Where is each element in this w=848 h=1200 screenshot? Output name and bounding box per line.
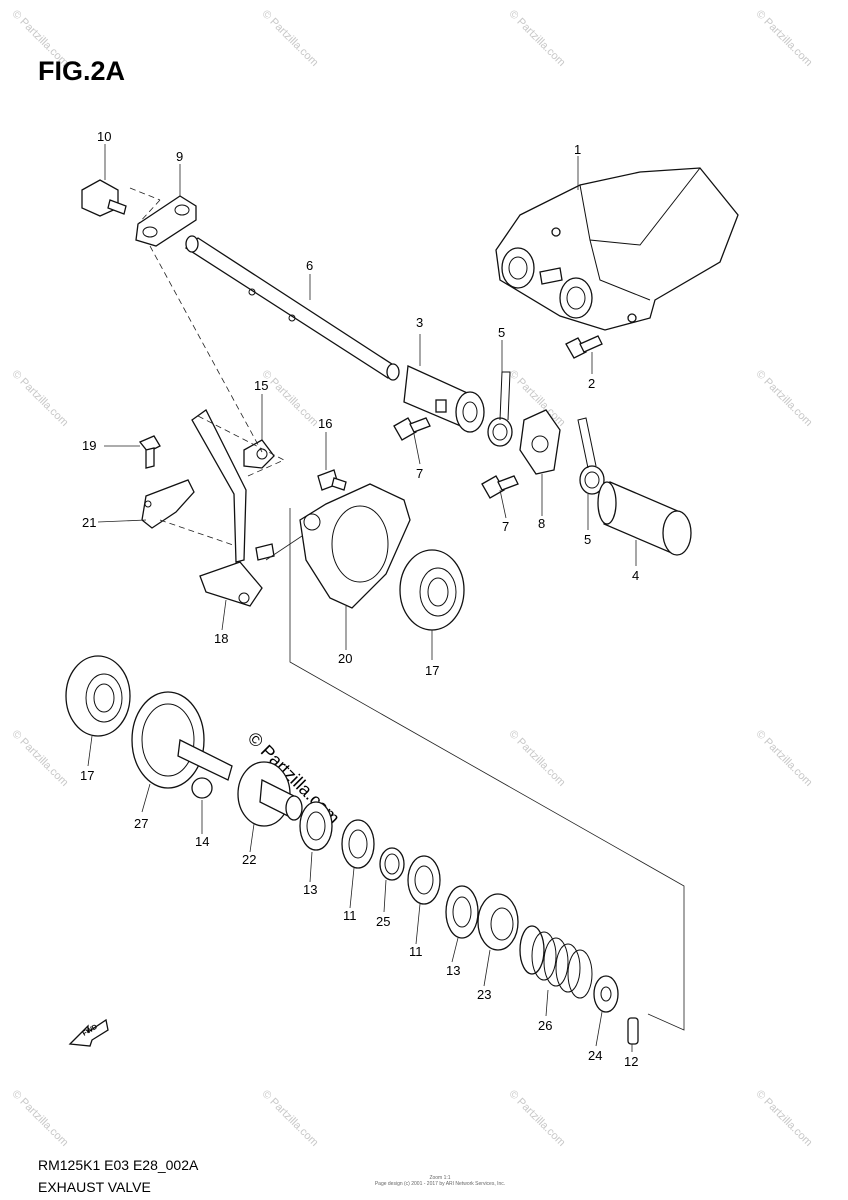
callout-7: 7 bbox=[416, 466, 423, 481]
callout-25: 25 bbox=[376, 914, 390, 929]
callout-11: 11 bbox=[343, 908, 357, 923]
callout-3: 3 bbox=[416, 315, 423, 330]
part-17-bearing-upper[interactable] bbox=[399, 549, 465, 631]
callout-9: 9 bbox=[176, 149, 183, 164]
callout-16: 16 bbox=[318, 416, 332, 431]
callout-10: 10 bbox=[97, 129, 111, 144]
callout-20: 20 bbox=[338, 651, 352, 666]
part-2-bolt[interactable] bbox=[565, 335, 603, 359]
callout-17: 17 bbox=[80, 768, 94, 783]
part-4-pipe[interactable] bbox=[597, 481, 692, 556]
figure-name: EXHAUST VALVE bbox=[38, 1179, 151, 1195]
callout-1: 1 bbox=[574, 142, 581, 157]
callout-13: 13 bbox=[446, 963, 460, 978]
part-12-pin[interactable] bbox=[627, 1017, 639, 1045]
callout-4: 4 bbox=[632, 568, 639, 583]
part-26-spring[interactable] bbox=[519, 925, 593, 999]
callout-12: 12 bbox=[624, 1054, 638, 1069]
part-10-bolt[interactable] bbox=[81, 179, 127, 217]
callout-27: 27 bbox=[134, 816, 148, 831]
part-6-shaft[interactable] bbox=[184, 235, 400, 381]
part-11-washer-upper[interactable] bbox=[341, 819, 375, 869]
part-18-lever-arm[interactable] bbox=[191, 409, 275, 607]
callout-14: 14 bbox=[195, 834, 209, 849]
callout-26: 26 bbox=[538, 1018, 552, 1033]
part-5-spring-lower[interactable] bbox=[577, 417, 605, 495]
callout-21: 21 bbox=[82, 515, 96, 530]
figure-title: FIG.2A bbox=[38, 56, 126, 86]
part-7-bolt-upper[interactable] bbox=[393, 417, 431, 441]
callout-15: 15 bbox=[254, 378, 268, 393]
part-3-sleeve[interactable] bbox=[403, 365, 485, 433]
leader-lines bbox=[87, 144, 637, 1052]
part-15-clip[interactable] bbox=[243, 439, 275, 469]
part-21-bracket[interactable] bbox=[141, 479, 195, 529]
callout-23: 23 bbox=[477, 987, 491, 1002]
callout-17: 17 bbox=[425, 663, 439, 678]
part-13-thrust-bearing-upper[interactable] bbox=[299, 801, 333, 851]
part-17-bearing-lower[interactable] bbox=[65, 655, 131, 737]
footer-small-text: Zoom 1:1 Page design (c) 2001 - 2017 by … bbox=[374, 1175, 506, 1187]
callout-22: 22 bbox=[242, 852, 256, 867]
callout-6: 6 bbox=[306, 258, 313, 273]
part-24-retainer[interactable] bbox=[593, 975, 619, 1013]
fwd-arrow-icon: FWD bbox=[68, 1018, 109, 1047]
callout-5: 5 bbox=[584, 532, 591, 547]
callout-2: 2 bbox=[588, 376, 595, 391]
part-16-screw[interactable] bbox=[317, 469, 347, 491]
callout-5: 5 bbox=[498, 325, 505, 340]
callout-18: 18 bbox=[214, 631, 228, 646]
callout-13: 13 bbox=[303, 882, 317, 897]
part-5-spring-upper[interactable] bbox=[487, 371, 513, 447]
part-8-lever[interactable] bbox=[519, 409, 561, 475]
assembly-frame bbox=[129, 187, 685, 1031]
figure-code: RM125K1 E03 E28_002A bbox=[38, 1157, 199, 1173]
part-13-thrust-bearing-lower[interactable] bbox=[445, 885, 479, 939]
callout-19: 19 bbox=[82, 438, 96, 453]
part-22-governor[interactable] bbox=[237, 761, 303, 827]
part-14-ball[interactable] bbox=[191, 777, 213, 799]
callout-8: 8 bbox=[538, 516, 545, 531]
part-23-seat[interactable] bbox=[477, 893, 519, 951]
part-20-cover[interactable] bbox=[299, 483, 411, 609]
part-25-collar[interactable] bbox=[379, 847, 405, 881]
callout-11: 11 bbox=[409, 944, 423, 959]
part-19-bolt[interactable] bbox=[138, 435, 161, 469]
callout-24: 24 bbox=[588, 1048, 602, 1063]
part-1-valve-body[interactable] bbox=[495, 167, 739, 331]
part-27-gear[interactable] bbox=[131, 691, 233, 789]
part-11-washer-lower[interactable] bbox=[407, 855, 441, 905]
callout-7: 7 bbox=[502, 519, 509, 534]
part-7-bolt-lower[interactable] bbox=[481, 475, 519, 499]
